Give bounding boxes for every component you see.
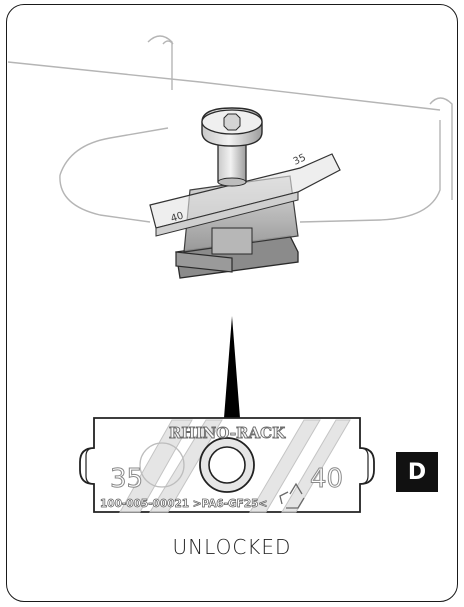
tab-part-code: 100-005-00021 >PA6-GF25< <box>100 498 267 510</box>
torx-socket-icon <box>223 113 241 131</box>
step-badge: D <box>396 452 438 492</box>
tab-size-left: 35 <box>110 464 143 494</box>
tab-size-right: 40 <box>310 464 343 494</box>
tab-brand-label: RHINO-RACK <box>169 424 286 442</box>
bolt <box>201 107 263 187</box>
recycle-icon <box>279 482 305 509</box>
clamp-tab-detail: RHINO-RACK 35 40 100-005-00021 >PA6-GF25… <box>79 417 375 513</box>
callout-pointer <box>224 316 240 418</box>
svg-text:40: 40 <box>170 210 186 224</box>
roof-bar-outline <box>7 35 453 223</box>
clamp-top-plate: 40 35 <box>149 152 341 237</box>
state-caption: UNLOCKED <box>172 535 292 559</box>
svg-text:35: 35 <box>292 152 308 167</box>
